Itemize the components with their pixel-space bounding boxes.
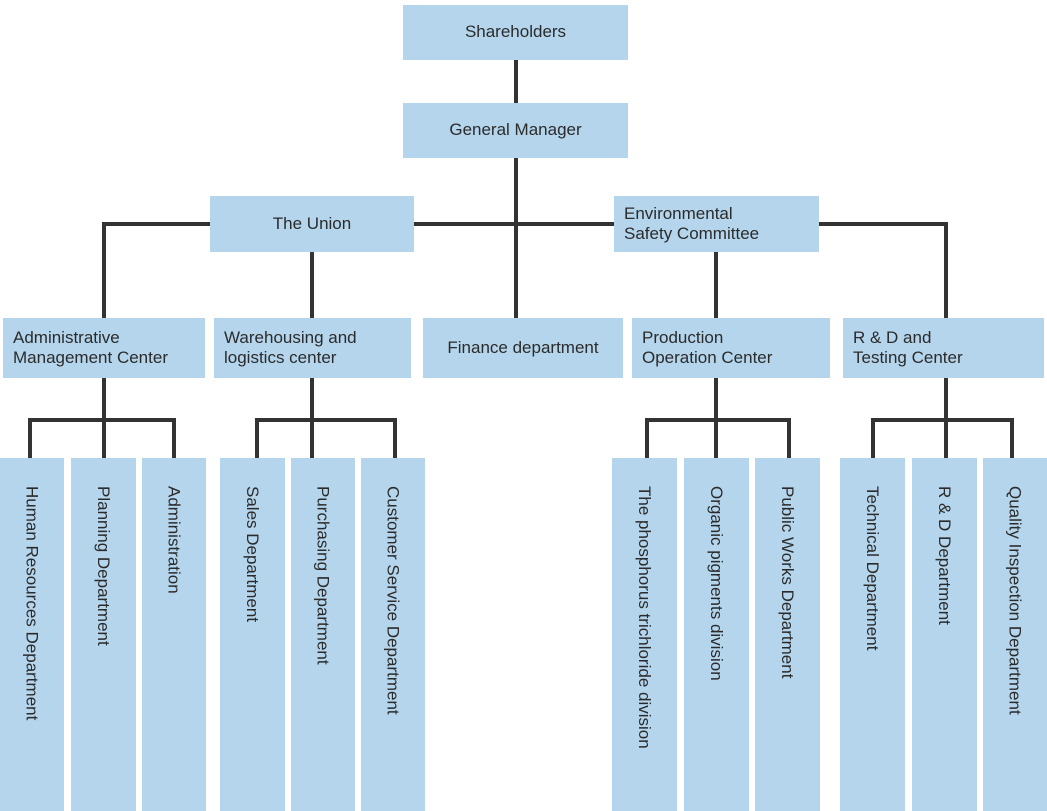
connector-poc-to-organic-pigments (714, 418, 718, 458)
connector-esc-to-production-operation-center (714, 252, 718, 318)
node-technical-department-label: Technical Department (863, 486, 882, 651)
node-technical-department[interactable]: Technical Department (840, 458, 905, 811)
node-purchasing-department-label: Purchasing Department (313, 486, 333, 665)
connector-rdtc-to-rd-department (944, 418, 948, 458)
node-warehousing-logistics-center-label: Warehousing and logistics center (224, 327, 357, 367)
node-environmental-safety-committee[interactable]: Environmental Safety Committee (614, 196, 819, 252)
node-sales-department-label: Sales Department (243, 486, 262, 623)
node-rd-testing-center[interactable]: R & D and Testing Center (843, 318, 1044, 378)
node-phosphorus-trichloride-division-label: The phosphorus trichloride division (635, 486, 654, 749)
connector-rdtc-to-technical (871, 418, 875, 458)
node-shareholders-label: Shareholders (464, 22, 567, 42)
node-administration[interactable]: Administration (142, 458, 206, 811)
node-human-resources-department-label: Human Resources Department (22, 486, 42, 721)
node-rd-department-label: R & D Department (935, 486, 954, 625)
node-public-works-department[interactable]: Public Works Department (755, 458, 820, 811)
node-administrative-management-center-label: Administrative Management Center (13, 327, 168, 367)
node-environmental-safety-committee-label: Environmental Safety Committee (624, 203, 760, 243)
connector-poc-stem (714, 378, 718, 422)
connector-warehousing-to-purchasing (310, 418, 314, 458)
connector-warehousing-to-sales (255, 418, 259, 458)
node-planning-department[interactable]: Planning Department (71, 458, 136, 811)
node-human-resources-department[interactable]: Human Resources Department (0, 458, 64, 811)
connector-warehousing-bus (255, 418, 397, 422)
node-shareholders[interactable]: Shareholders (403, 5, 628, 60)
node-quality-inspection-department-label: Quality Inspection Department (1005, 486, 1025, 715)
node-quality-inspection-department[interactable]: Quality Inspection Department (983, 458, 1047, 811)
node-production-operation-center-label: Production Operation Center (642, 327, 773, 367)
connector-rdtc-to-quality-inspection (1010, 418, 1014, 458)
node-warehousing-logistics-center[interactable]: Warehousing and logistics center (214, 318, 411, 378)
node-the-union-label: The Union (272, 213, 352, 233)
node-purchasing-department[interactable]: Purchasing Department (291, 458, 355, 811)
connector-general-manager-trunk (514, 158, 518, 318)
connector-rdtc-bus (871, 418, 1014, 422)
node-administration-label: Administration (164, 486, 184, 594)
connector-shareholders-to-general-manager (514, 60, 518, 103)
node-finance-department[interactable]: Finance department (423, 318, 623, 378)
node-public-works-department-label: Public Works Department (778, 486, 797, 679)
node-finance-department-label: Finance department (447, 337, 599, 357)
node-rd-testing-center-label: R & D and Testing Center (853, 327, 963, 367)
connector-amc-to-administration (172, 418, 176, 458)
connector-poc-to-phosphorus (645, 418, 649, 458)
node-general-manager-label: General Manager (449, 120, 582, 140)
connector-the-union-to-warehousing (310, 252, 314, 318)
node-sales-department[interactable]: Sales Department (220, 458, 285, 811)
connector-bus-to-administrative-management-center (102, 222, 106, 318)
node-the-union[interactable]: The Union (210, 196, 414, 252)
node-phosphorus-trichloride-division[interactable]: The phosphorus trichloride division (612, 458, 677, 811)
node-organic-pigments-division-label: Organic pigments division (707, 486, 726, 681)
connector-amc-stem (102, 378, 106, 422)
connector-poc-to-public-works (787, 418, 791, 458)
node-organic-pigments-division[interactable]: Organic pigments division (684, 458, 749, 811)
connector-rdtc-stem (944, 378, 948, 422)
node-customer-service-department-label: Customer Service Department (383, 486, 403, 715)
node-customer-service-department[interactable]: Customer Service Department (361, 458, 425, 811)
connector-amc-to-human-resources (28, 418, 32, 458)
node-planning-department-label: Planning Department (94, 486, 113, 646)
connector-bus-to-rd-testing-center (944, 222, 948, 318)
connector-warehousing-to-customer-service (393, 418, 397, 458)
connector-warehousing-stem (310, 378, 314, 422)
node-production-operation-center[interactable]: Production Operation Center (632, 318, 830, 378)
node-administrative-management-center[interactable]: Administrative Management Center (3, 318, 205, 378)
node-rd-department[interactable]: R & D Department (912, 458, 977, 811)
node-general-manager[interactable]: General Manager (403, 103, 628, 158)
connector-amc-to-planning (102, 418, 106, 458)
